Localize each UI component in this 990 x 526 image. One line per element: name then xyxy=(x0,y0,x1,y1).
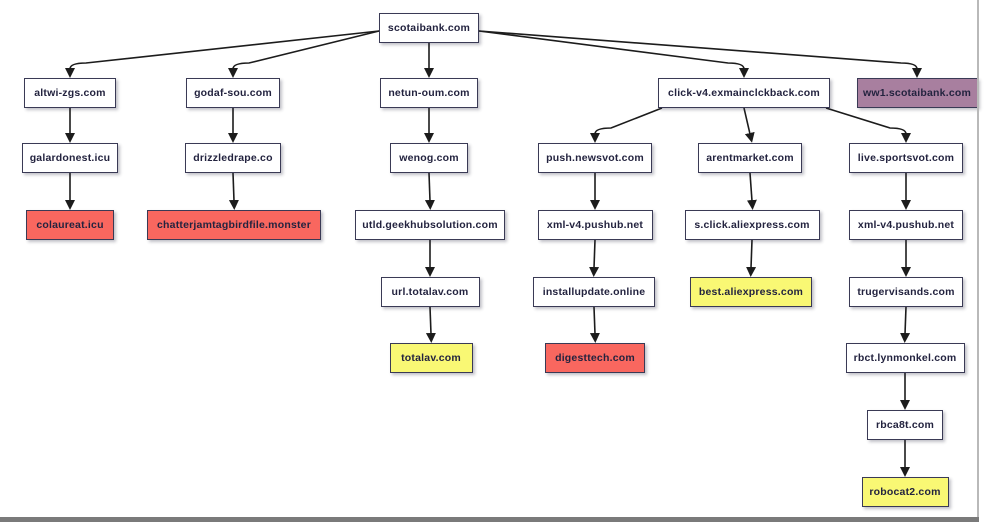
edge-scotaibank-godaf-sou xyxy=(228,30,380,78)
edge-arentmarket-s-click-aliexpress xyxy=(746,172,757,210)
node-label: totalav.com xyxy=(401,352,461,364)
node-utld-geekhub: utld.geekhubsolution.com xyxy=(355,210,505,240)
node-label: galardonest.icu xyxy=(29,152,111,164)
edge-url-totalav-totalav xyxy=(425,306,436,343)
edge-drizzledrape-chatterjam xyxy=(228,172,239,210)
node-label: installupdate.online xyxy=(542,286,646,298)
node-live-sportsvot: live.sportsvot.com xyxy=(849,143,963,173)
node-chatterjam: chatterjamtagbirdfile.monster xyxy=(147,210,321,240)
node-label: robocat2.com xyxy=(869,486,941,498)
edge-click-v4-push-newsvot xyxy=(590,107,663,143)
node-label: colaureat.icu xyxy=(36,219,104,231)
node-label: scotaibank.com xyxy=(387,22,471,34)
node-s-click-aliexpress: s.click.aliexpress.com xyxy=(684,210,820,240)
node-galardonest: galardonest.icu xyxy=(22,143,118,173)
node-drizzledrape: drizzledrape.co xyxy=(185,143,281,173)
node-label: click-v4.exmainclckback.com xyxy=(668,87,820,99)
node-click-v4: click-v4.exmainclckback.com xyxy=(658,78,830,108)
node-robocat2: robocat2.com xyxy=(861,477,949,507)
node-url-totalav: url.totalav.com xyxy=(380,277,480,307)
window-bottom-bar xyxy=(0,517,979,522)
node-label: drizzledrape.co xyxy=(193,152,273,164)
node-xml-v4-pushub-2: xml-v4.pushub.net xyxy=(849,210,963,240)
node-best-aliexpress: best.aliexpress.com xyxy=(690,277,812,307)
node-rbct-lynmonkel: rbct.lynmonkel.com xyxy=(845,343,965,373)
node-netun-oum: netun-oum.com xyxy=(380,78,478,108)
edge-scotaibank-ww1-scotaibank xyxy=(478,30,922,78)
edge-click-v4-live-sportsvot xyxy=(825,107,911,143)
node-label: live.sportsvot.com xyxy=(857,152,955,164)
node-label: trugervisands.com xyxy=(857,286,955,298)
node-push-newsvot: push.newsvot.com xyxy=(538,143,652,173)
node-label: chatterjamtagbirdfile.monster xyxy=(157,219,311,231)
edge-trugervisands-rbct-lynmonkel xyxy=(900,306,911,343)
node-label: xml-v4.pushub.net xyxy=(546,219,644,231)
node-wenog: wenog.com xyxy=(390,143,468,173)
edge-click-v4-arentmarket xyxy=(743,107,755,143)
node-label: s.click.aliexpress.com xyxy=(694,219,810,231)
node-colaureat: colaureat.icu xyxy=(26,210,114,240)
node-label: ww1.scotaibank.com xyxy=(862,87,972,99)
node-label: best.aliexpress.com xyxy=(698,286,804,298)
node-label: digesttech.com xyxy=(555,352,635,364)
node-arentmarket: arentmarket.com xyxy=(698,143,802,173)
node-scotaibank: scotaibank.com xyxy=(379,13,479,43)
node-label: utld.geekhubsolution.com xyxy=(362,219,498,231)
node-rbca8t: rbca8t.com xyxy=(867,410,943,440)
edge-s-click-aliexpress-best-aliexpress xyxy=(746,239,757,277)
node-label: netun-oum.com xyxy=(388,87,470,99)
node-label: rbct.lynmonkel.com xyxy=(853,352,957,364)
edge-xml-v4-pushub-1-installupdate xyxy=(589,239,600,277)
edge-scotaibank-altwi-zgs xyxy=(65,30,380,78)
node-label: altwi-zgs.com xyxy=(34,87,106,99)
node-label: godaf-sou.com xyxy=(194,87,272,99)
edge-scotaibank-click-v4 xyxy=(478,30,749,78)
node-ww1-scotaibank: ww1.scotaibank.com xyxy=(856,78,978,108)
node-label: url.totalav.com xyxy=(391,286,469,298)
window-right-edge xyxy=(977,0,979,518)
edge-wenog-utld-geekhub xyxy=(424,172,435,210)
node-totalav: totalav.com xyxy=(389,343,473,373)
node-label: arentmarket.com xyxy=(706,152,794,164)
node-altwi-zgs: altwi-zgs.com xyxy=(24,78,116,108)
node-xml-v4-pushub-1: xml-v4.pushub.net xyxy=(537,210,653,240)
node-trugervisands: trugervisands.com xyxy=(849,277,963,307)
node-label: wenog.com xyxy=(399,152,459,164)
node-godaf-sou: godaf-sou.com xyxy=(186,78,280,108)
node-installupdate: installupdate.online xyxy=(533,277,655,307)
node-label: xml-v4.pushub.net xyxy=(857,219,955,231)
node-label: rbca8t.com xyxy=(875,419,935,431)
node-digesttech: digesttech.com xyxy=(545,343,645,373)
node-label: push.newsvot.com xyxy=(546,152,644,164)
edge-installupdate-digesttech xyxy=(589,306,600,343)
